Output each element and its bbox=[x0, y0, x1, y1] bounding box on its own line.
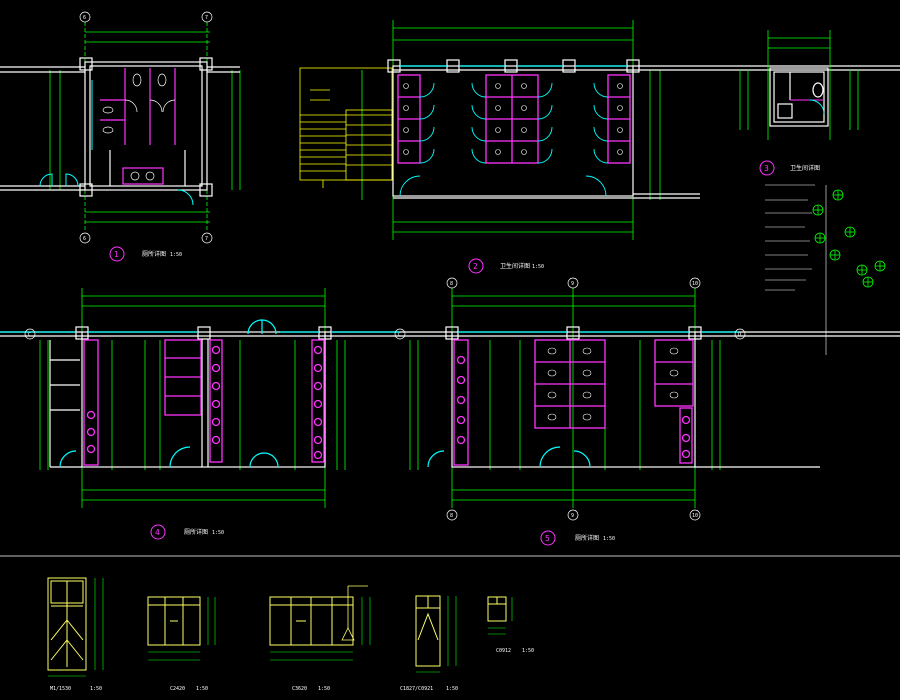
detail-c3620-marker bbox=[341, 585, 368, 641]
plan-title: 厕所详图 bbox=[184, 528, 208, 536]
plan-2-dimensions bbox=[361, 20, 661, 240]
plan-1-openings bbox=[39, 80, 194, 206]
grid-marker: 9 bbox=[571, 513, 574, 519]
detail-label: C3620 bbox=[292, 686, 307, 692]
plan-number: 1 bbox=[114, 250, 119, 259]
grid-marker: 10 bbox=[692, 281, 698, 287]
plan-2-walls bbox=[387, 59, 900, 199]
plan-title: 卫生间详图 bbox=[500, 262, 530, 270]
detail-c3620-dims bbox=[270, 597, 371, 661]
detail-scale: 1:50 bbox=[318, 686, 330, 692]
detail-m1530 bbox=[47, 577, 87, 671]
plan-3-walls bbox=[769, 67, 829, 127]
plan-5-walls bbox=[400, 326, 900, 468]
plan-1: 6 7 6 7 1 厕所详图 1:50 bbox=[0, 11, 241, 262]
detail-scale: 1:50 bbox=[90, 686, 102, 692]
detail-c0912 bbox=[487, 596, 507, 622]
plan-scale: 1:50 bbox=[532, 264, 544, 270]
plan-1-fixtures bbox=[102, 73, 176, 181]
plan-2-fixtures bbox=[403, 83, 623, 155]
detail-label: C0912 bbox=[496, 648, 511, 654]
grid-marker: 7 bbox=[205, 15, 208, 21]
detail-c2420 bbox=[147, 596, 201, 646]
plan-3-door bbox=[809, 99, 825, 115]
plan-2-stall-doors bbox=[399, 82, 609, 197]
plan-1-grid-markers bbox=[79, 11, 213, 244]
detail-scale: 1:50 bbox=[522, 648, 534, 654]
plan-scale: 1:50 bbox=[170, 252, 182, 258]
plan-5: 8 9 10 8 9 10 D 5 厕所详图 1:50 bbox=[400, 277, 900, 546]
grid-marker: 9 bbox=[571, 281, 574, 287]
plan-title: 厕所详图 bbox=[142, 250, 166, 258]
detail-label: C2420 bbox=[170, 686, 185, 692]
plan-number: 4 bbox=[155, 528, 160, 537]
plan-number: 2 bbox=[473, 262, 478, 271]
plan-title: 卫生间详图 bbox=[790, 164, 820, 172]
detail-c0912-dims bbox=[488, 597, 513, 635]
plan-scale: 1:50 bbox=[212, 530, 224, 536]
detail-c1827-dims bbox=[416, 596, 457, 673]
plan-number-circle bbox=[759, 160, 775, 176]
grid-marker: 8 bbox=[450, 513, 453, 519]
plan-5-grid-markers bbox=[446, 277, 746, 521]
detail-label: C1827/C0921 bbox=[400, 686, 433, 692]
plan-3-dimensions bbox=[739, 30, 859, 140]
plan-5-windows bbox=[427, 331, 740, 468]
plan-4-grid-markers bbox=[24, 328, 406, 340]
plan-3: 3 卫生间详图 bbox=[739, 30, 886, 355]
plan-1-walls bbox=[0, 57, 240, 197]
detail-c3620 bbox=[269, 596, 354, 646]
grid-marker: 10 bbox=[692, 513, 698, 519]
plan-4-windows bbox=[0, 319, 400, 468]
plan-number: 3 bbox=[764, 164, 769, 173]
plan-2-stalls bbox=[397, 74, 631, 164]
detail-scale: 1:50 bbox=[196, 686, 208, 692]
detail-c1827 bbox=[415, 595, 441, 667]
grid-marker: C bbox=[28, 332, 31, 338]
plan-5-stalls bbox=[453, 339, 694, 466]
detail-c2420-dims bbox=[148, 597, 216, 661]
detail-scale: 1:50 bbox=[446, 686, 458, 692]
plan-number-circle bbox=[540, 530, 556, 546]
detail-m1530-dims bbox=[48, 578, 104, 677]
plan-scale: 1:50 bbox=[603, 536, 615, 542]
plan-number-circle bbox=[468, 258, 484, 274]
plan-1-dimensions bbox=[49, 22, 241, 230]
plan-number: 5 bbox=[545, 534, 550, 543]
plan-1-partitions bbox=[100, 68, 176, 185]
grid-marker: C bbox=[398, 332, 401, 338]
plan-4-stalls bbox=[83, 339, 325, 466]
door-window-details: M1/1530 1:50 C2420 1:50 bbox=[47, 577, 534, 692]
general-notes bbox=[765, 184, 815, 291]
plan-2: 2 卫生间详图 1:50 bbox=[299, 20, 900, 274]
grid-marker: 6 bbox=[83, 236, 86, 242]
plan-2-stair bbox=[299, 67, 393, 188]
plan-4-walls bbox=[0, 326, 400, 468]
grid-marker: 6 bbox=[83, 15, 86, 21]
grid-marker: D bbox=[738, 332, 741, 338]
plan-number-circle bbox=[150, 524, 166, 540]
plan-4-dimensions bbox=[39, 288, 346, 508]
plan-5-fixtures bbox=[547, 347, 679, 421]
grid-marker: 7 bbox=[205, 236, 208, 242]
grid-marker: 8 bbox=[450, 281, 453, 287]
tree-symbols bbox=[812, 189, 886, 288]
plan-4: C C 4 厕所详图 1:50 bbox=[0, 288, 406, 540]
plan-number-circle bbox=[109, 246, 125, 262]
detail-label: M1/1530 bbox=[50, 686, 71, 692]
plan-title: 厕所详图 bbox=[575, 534, 599, 542]
